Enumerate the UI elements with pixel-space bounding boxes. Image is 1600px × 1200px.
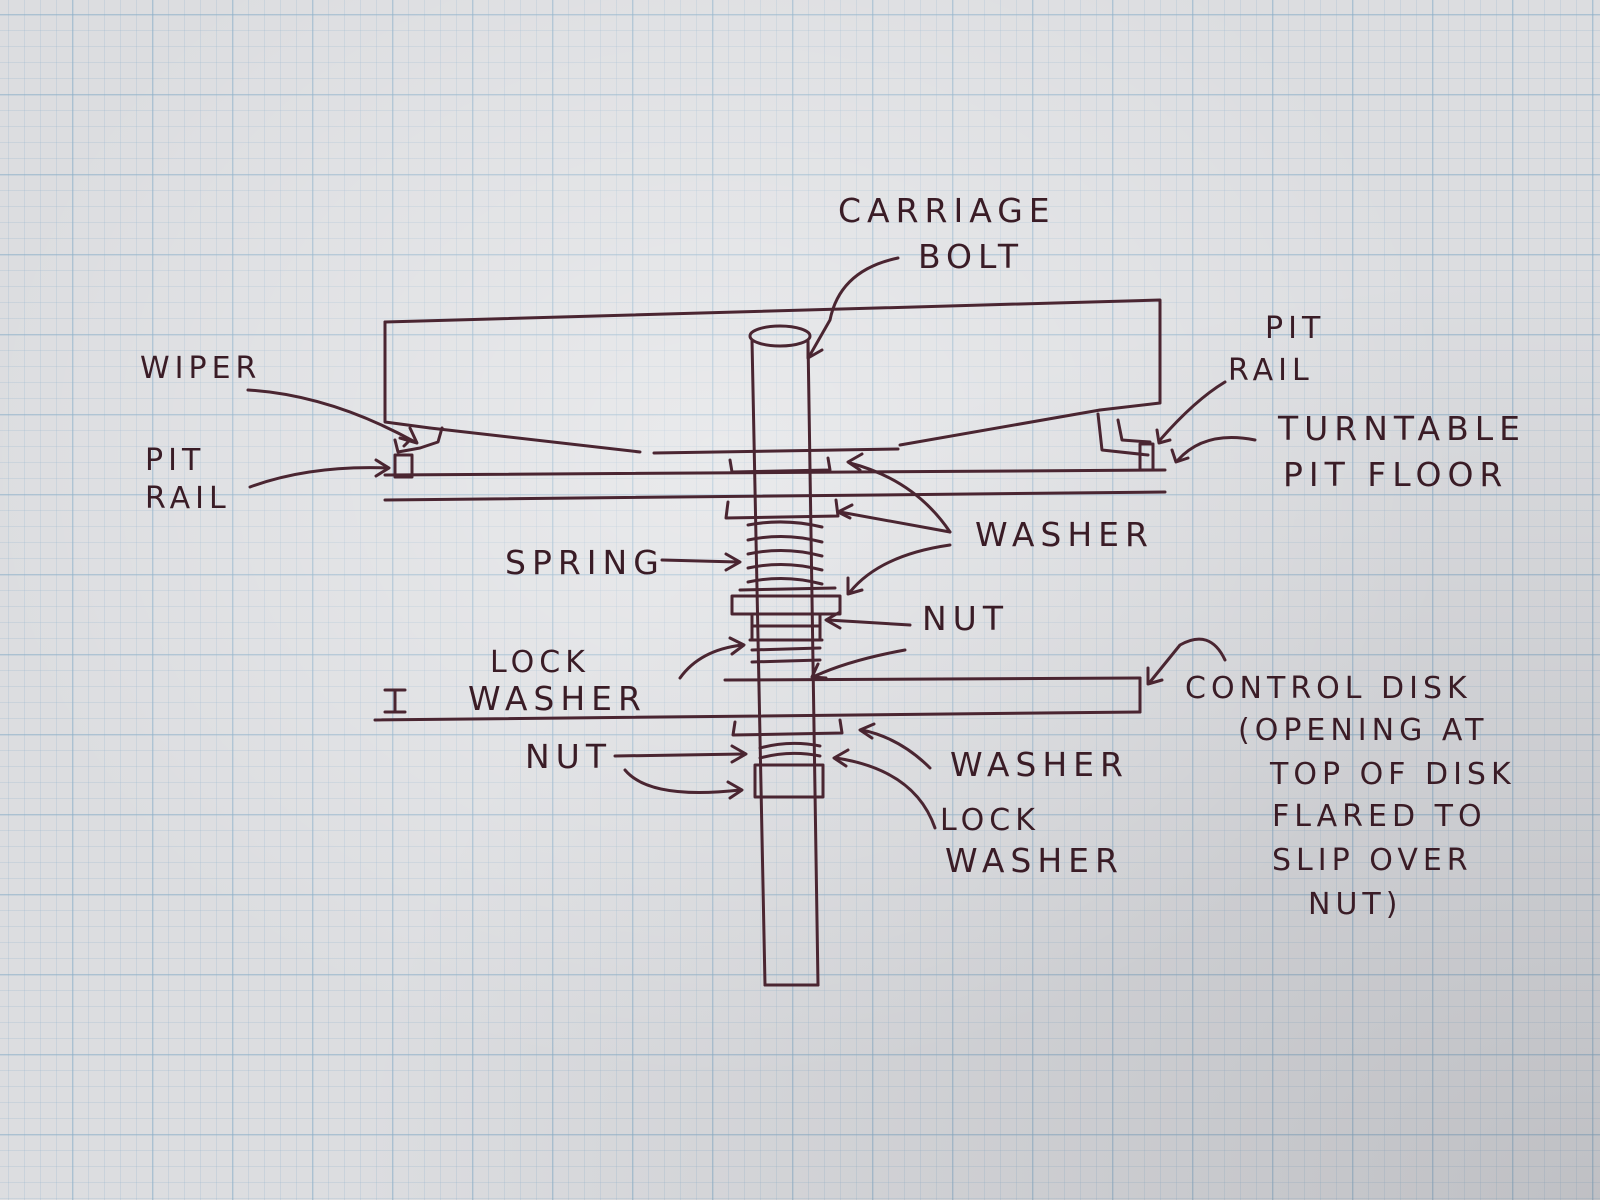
label-pit-rail-right-1: PIT	[1265, 311, 1325, 346]
label-nut-bottom: NUT	[525, 737, 612, 776]
label-lock-washer-left-2: WASHER	[468, 679, 647, 718]
label-washer-top: WASHER	[975, 515, 1154, 554]
pit-floor	[383, 468, 1167, 502]
nut-top	[730, 594, 842, 642]
label-spring: SPRING	[505, 543, 665, 582]
label-control-disk-4: FLARED TO	[1272, 799, 1487, 834]
label-control-disk-5: SLIP OVER	[1272, 843, 1473, 878]
turntable-deck	[383, 298, 1162, 454]
label-pit-rail-left-1: PIT	[145, 443, 205, 478]
lock-washer-upper	[750, 646, 822, 664]
label-control-disk-6: NUT)	[1308, 887, 1402, 922]
label-control-disk-2: (OPENING AT	[1238, 713, 1488, 748]
washer-middle	[724, 498, 840, 520]
label-control-disk-3: TOP OF DISK	[1269, 757, 1516, 792]
label-washer-bottom: WASHER	[950, 745, 1129, 784]
washer-bottom	[731, 718, 844, 737]
label-carriage-bolt-1: CARRIAGE	[838, 191, 1056, 230]
label-wiper: WIPER	[140, 351, 261, 386]
label-control-disk-1: CONTROL DISK	[1185, 671, 1472, 706]
label-carriage-bolt-2: BOLT	[918, 237, 1024, 276]
label-lock-washer-left-1: LOCK	[490, 645, 590, 680]
leader-arrows	[246, 256, 1257, 830]
label-pit-rail-right-2: RAIL	[1228, 353, 1314, 388]
carriage-bolt	[748, 324, 820, 987]
label-lock-washer-right-1: LOCK	[940, 803, 1040, 838]
lock-washer-lower	[758, 741, 822, 760]
label-lock-washer-right-2: WASHER	[945, 841, 1124, 880]
diagram-labels: CARRIAGE BOLT WIPER PIT RAIL PIT RAIL TU…	[140, 191, 1526, 922]
label-turntable: TURNTABLE	[1277, 409, 1526, 448]
washer-top	[652, 447, 900, 474]
label-nut-top: NUT	[922, 599, 1009, 638]
control-disk	[373, 676, 1142, 722]
wiper-right-assembly	[1096, 412, 1155, 472]
label-pit-floor: PIT FLOOR	[1283, 455, 1508, 494]
nut-bottom	[753, 763, 825, 799]
spring	[738, 520, 837, 592]
label-pit-rail-left-2: RAIL	[145, 481, 231, 516]
